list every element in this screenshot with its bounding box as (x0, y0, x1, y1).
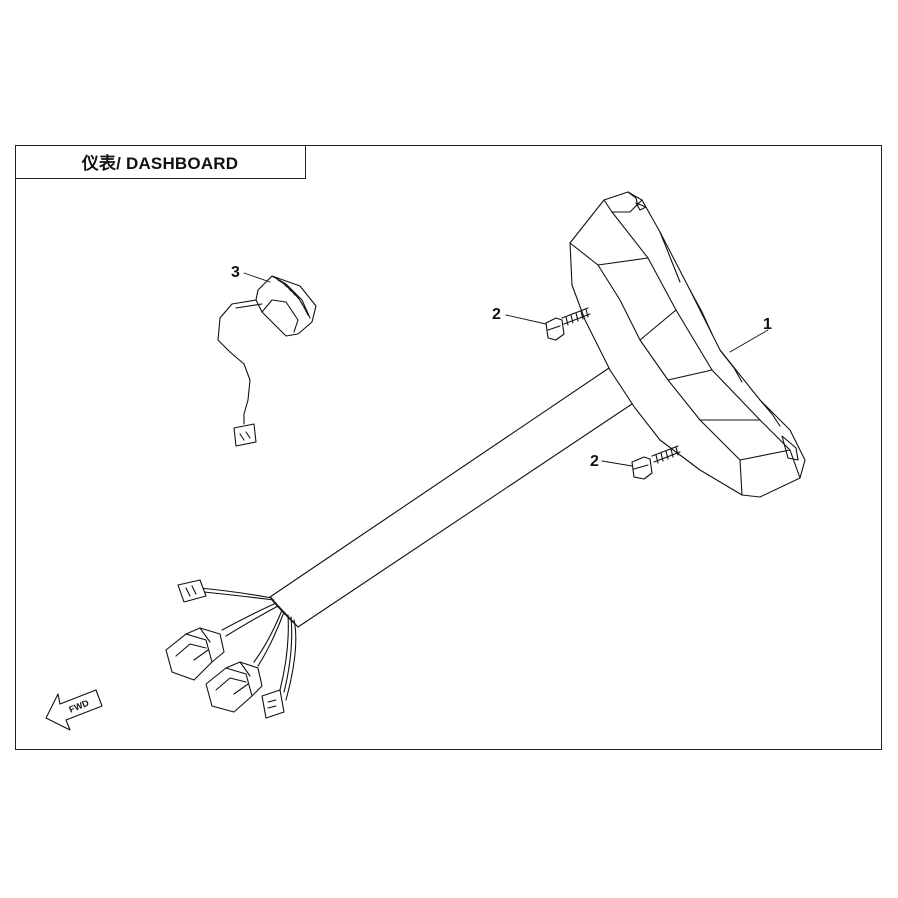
dashboard-instrument-cluster (569, 191, 806, 498)
harness-connector-large-2 (205, 661, 263, 713)
leader-lines (243, 272, 769, 467)
harness-connector-small-bottom (261, 689, 285, 719)
callout-part-2-upper: 2 (492, 306, 501, 323)
page-title: 仪表/ DASHBOARD (15, 145, 306, 179)
fwd-arrow-icon (45, 689, 103, 731)
callout-part-2-lower: 2 (590, 453, 599, 470)
drawing-frame (15, 145, 882, 750)
mounting-screw-upper (545, 307, 591, 341)
mounting-screw-lower (631, 445, 681, 480)
harness-connector-large-1 (165, 627, 225, 681)
harness-connector-small-top (177, 579, 207, 603)
harness-trunk (269, 365, 645, 628)
callout-part-1: 1 (763, 316, 772, 333)
speed-sensor (217, 275, 317, 447)
callout-part-3: 3 (231, 264, 240, 281)
harness-branch-wires (199, 587, 297, 701)
